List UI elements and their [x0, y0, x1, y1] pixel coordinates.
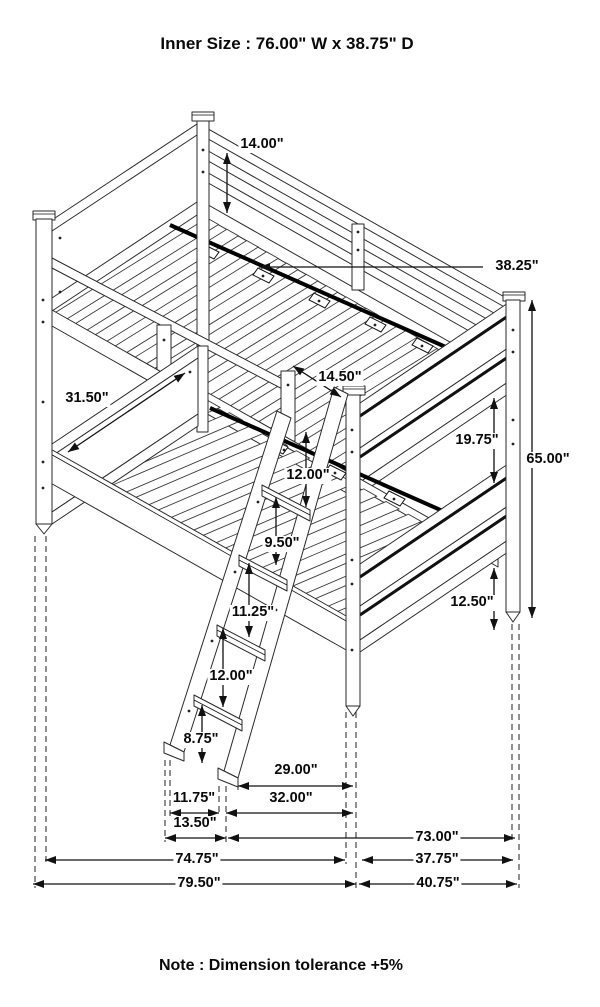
dim-slat-support-label: 38.25": [493, 258, 541, 275]
dim-length-overall-label: 79.50": [175, 875, 223, 892]
dim-underbed-clearance-label: 12.50": [448, 594, 496, 611]
dim-depth-overall-label: 40.75": [414, 875, 462, 892]
ladder: [163, 386, 349, 788]
dim-ladder-width-inner-label: 11.75": [170, 790, 218, 807]
dim-ladder-width-outer-label: 13.50": [171, 815, 219, 832]
dim-ladder-to-post-label: 29.00": [272, 762, 320, 779]
dim-guardrail-height-label: 14.00": [238, 136, 286, 153]
corner-posts: [32, 210, 526, 717]
dim-ladder-opening-label: 14.50": [316, 369, 364, 386]
dim-step-gap-3-label: 11.25": [229, 604, 277, 621]
dim-step-gap-2-label: 9.50": [262, 535, 302, 552]
tolerance-note: Note : Dimension tolerance +5%: [158, 957, 404, 974]
dim-length-right-label: 73.00": [413, 829, 461, 846]
dim-ladder-to-post-outer-label: 32.00": [267, 790, 315, 807]
dim-length-inner-label: 74.75": [173, 851, 221, 868]
dim-bunk-clearance-label: 31.50": [63, 390, 111, 407]
dim-step-gap-1-label: 12.00": [284, 467, 332, 484]
diagram-title: Inner Size : 76.00" W x 38.75" D: [160, 34, 414, 53]
dim-step-gap-5-label: 8.75": [181, 731, 221, 748]
lower-bunk: [46, 345, 509, 653]
dim-overall-height-label: 65.00": [524, 451, 572, 468]
dim-depth-inner-label: 37.75": [413, 851, 461, 868]
dim-step-gap-4-label: 12.00": [207, 668, 255, 685]
dim-footboard-gap-label: 19.75": [453, 432, 501, 449]
